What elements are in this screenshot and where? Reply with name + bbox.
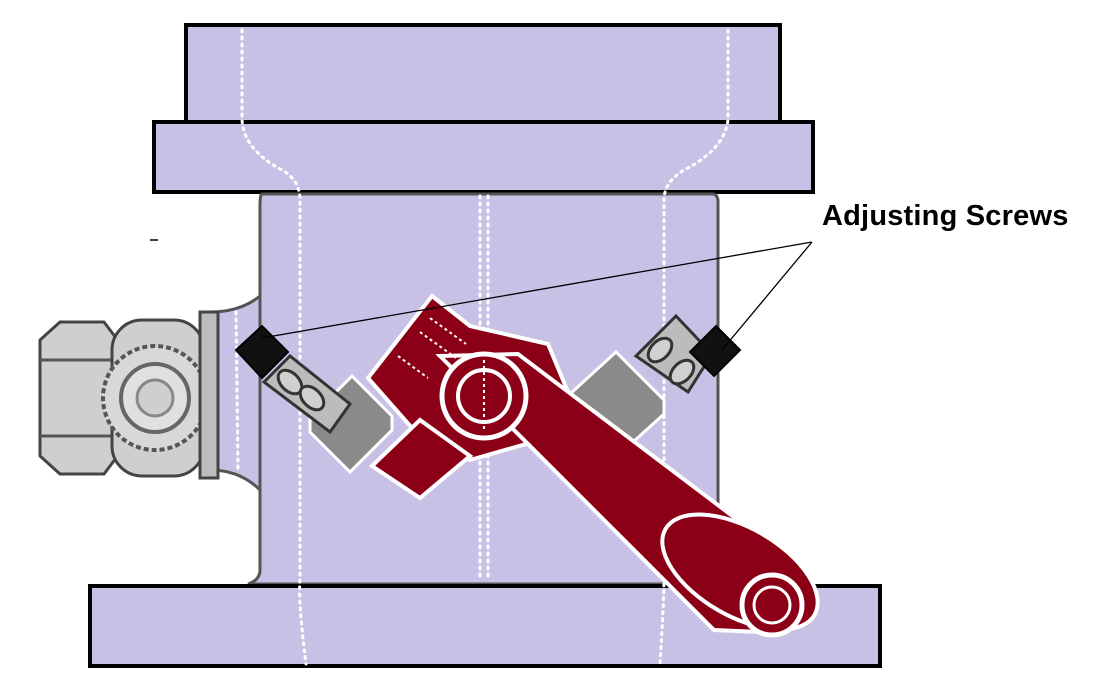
top-collar — [184, 23, 782, 125]
actuator-hex-nut — [38, 320, 118, 476]
callout-label: Adjusting Screws — [822, 200, 1069, 232]
leader-line-left — [261, 241, 813, 339]
lever-block — [368, 417, 474, 501]
right-adjusting-screw — [688, 324, 742, 378]
leader-line-right — [721, 241, 813, 351]
lever-assembly — [365, 293, 820, 638]
callout-leaders — [261, 241, 813, 351]
actuator-gear — [101, 310, 220, 480]
top-flange — [152, 120, 815, 194]
left-adjusting-screw — [234, 324, 290, 380]
left-bracket — [261, 353, 394, 475]
